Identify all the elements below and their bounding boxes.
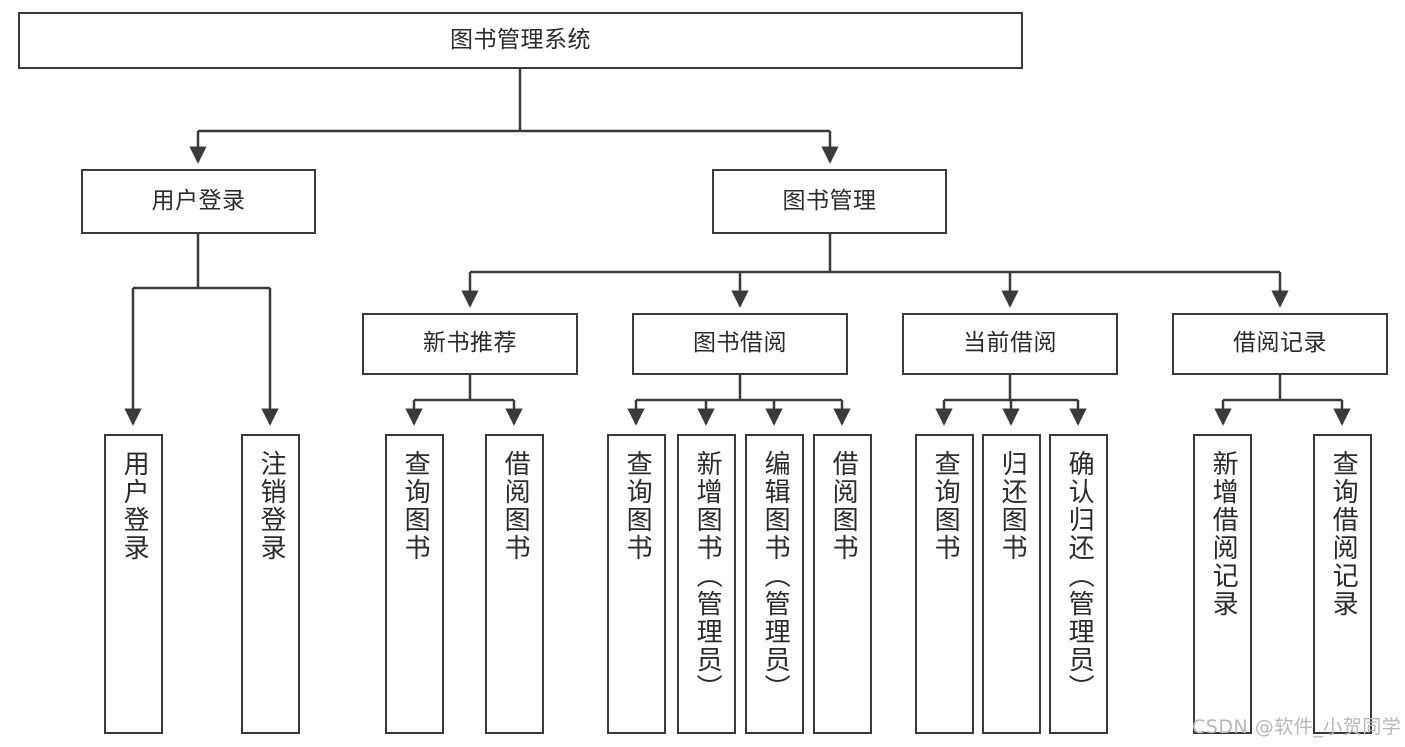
node-label: 查询借阅记录 [1328, 450, 1359, 618]
node-label: 确认归还（管理员） [1064, 450, 1095, 702]
node-leaf-confirm-return[interactable]: 确认归还（管理员） [1049, 434, 1108, 734]
node-book-borrow[interactable]: 图书借阅 [632, 313, 848, 375]
node-leaf-query-record[interactable]: 查询借阅记录 [1313, 434, 1372, 734]
node-leaf-user-logout[interactable]: 注销登录 [241, 434, 300, 734]
node-leaf-add-record[interactable]: 新增借阅记录 [1193, 434, 1252, 734]
node-label: 归还图书 [997, 450, 1028, 562]
node-user-login[interactable]: 用户登录 [81, 169, 316, 234]
node-leaf-user-login[interactable]: 用户登录 [104, 434, 163, 734]
node-label: 图书管理 [782, 187, 877, 214]
node-leaf-add-book[interactable]: 新增图书（管理员） [677, 434, 736, 734]
node-leaf-edit-book[interactable]: 编辑图书（管理员） [745, 434, 804, 734]
node-leaf-borrow-book-2[interactable]: 借阅图书 [813, 434, 872, 734]
node-label: 查询图书 [622, 450, 653, 562]
node-label: 注销登录 [256, 450, 287, 562]
node-book-management[interactable]: 图书管理 [712, 169, 947, 234]
node-leaf-query-book-1[interactable]: 查询图书 [385, 434, 444, 734]
node-label: 借阅图书 [828, 450, 859, 562]
node-current-borrow[interactable]: 当前借阅 [902, 313, 1118, 375]
node-leaf-return-book[interactable]: 归还图书 [982, 434, 1041, 734]
node-label: 图书借阅 [693, 330, 787, 357]
node-label: 编辑图书（管理员） [760, 450, 791, 702]
node-borrow-record[interactable]: 借阅记录 [1172, 313, 1388, 375]
node-label: 用户登录 [119, 450, 150, 562]
node-new-book-recommend[interactable]: 新书推荐 [362, 313, 578, 375]
node-label: 新增图书（管理员） [692, 450, 723, 702]
node-label: 当前借阅 [963, 330, 1057, 357]
node-label: 借阅图书 [500, 450, 531, 562]
node-root-system[interactable]: 图书管理系统 [18, 12, 1023, 69]
node-label: 新增借阅记录 [1208, 450, 1239, 618]
node-leaf-query-book-3[interactable]: 查询图书 [915, 434, 974, 734]
node-label: 用户登录 [151, 187, 246, 214]
node-label: 借阅记录 [1233, 330, 1327, 357]
node-label: 图书管理系统 [450, 26, 591, 53]
node-leaf-borrow-book-1[interactable]: 借阅图书 [485, 434, 544, 734]
node-label: 查询图书 [400, 450, 431, 562]
node-label: 新书推荐 [423, 330, 517, 357]
node-leaf-query-book-2[interactable]: 查询图书 [607, 434, 666, 734]
node-label: 查询图书 [930, 450, 961, 562]
